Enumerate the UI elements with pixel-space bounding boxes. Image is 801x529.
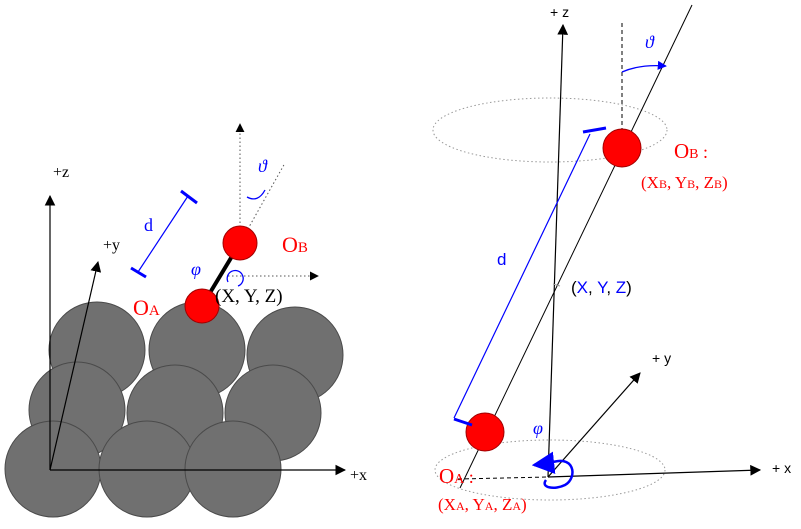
atom-ob [222,225,258,261]
right-x-axis [547,464,762,478]
ob-label-left: OB [282,232,308,257]
left-panel: +z +y +x ϑ φ d OB OA (X, Y, Z) [4,123,367,518]
distance-label-left: d [144,215,153,235]
distance-cap-top [180,189,198,205]
phi-arc [226,269,244,287]
com-marker [552,283,561,287]
atom-oa [184,288,220,324]
ob-coords-right: (XB, YB, ZB) [641,173,728,192]
theta-arc [246,189,266,200]
molecular-axis-line [459,4,693,489]
upper-rotation-ellipse [432,97,668,163]
oa-coords-right: (XA, YA, ZA) [438,495,527,514]
right-y-axis-label: + y [652,350,671,366]
distance-cap-bottom [130,266,147,279]
y-axis [49,260,102,471]
oa-label-left: OA [133,295,160,320]
right-x-axis-label: + x [772,460,791,476]
right-distance-cap-bottom [453,417,473,427]
x-axis-label: +x [350,467,367,484]
z-axis-label: +z [53,164,69,181]
com-label-right: (X, Y, Z) [571,278,632,297]
surface-sphere [184,420,282,518]
right-atom-ob [602,128,642,168]
right-phi-arc [543,459,574,489]
distance-bar [137,195,189,273]
ob-label-right: OB : [674,139,708,163]
lower-rotation-ellipse [434,439,666,501]
right-phi-arrow [531,451,556,474]
right-z-axis [547,23,569,478]
distance-label-right: d [497,250,506,269]
com-label-left: (X, Y, Z) [215,286,283,307]
y-axis-label: +y [103,237,120,254]
oa-label-right: OA : [439,464,474,488]
right-atom-oa [465,412,505,452]
phi-label-left: φ [191,259,201,279]
right-distance-cap-top [582,126,607,134]
right-axis-stub [457,476,549,480]
right-y-axis [547,372,641,478]
surface-sphere [4,420,102,518]
right-distance-bar [453,133,591,419]
phi-label-right: φ [533,418,543,438]
right-panel: + z + y + x ϑ d φ (X, Y, Z) OB : (XB, YB… [432,4,791,514]
right-z-axis-label: + z [550,4,569,20]
right-theta-arc [621,60,667,73]
bond-direction-line [239,162,286,244]
surface-spheres [4,301,344,518]
theta-label-right: ϑ [645,32,655,52]
theta-label-left: ϑ [258,156,268,176]
surface-sphere [98,420,196,518]
